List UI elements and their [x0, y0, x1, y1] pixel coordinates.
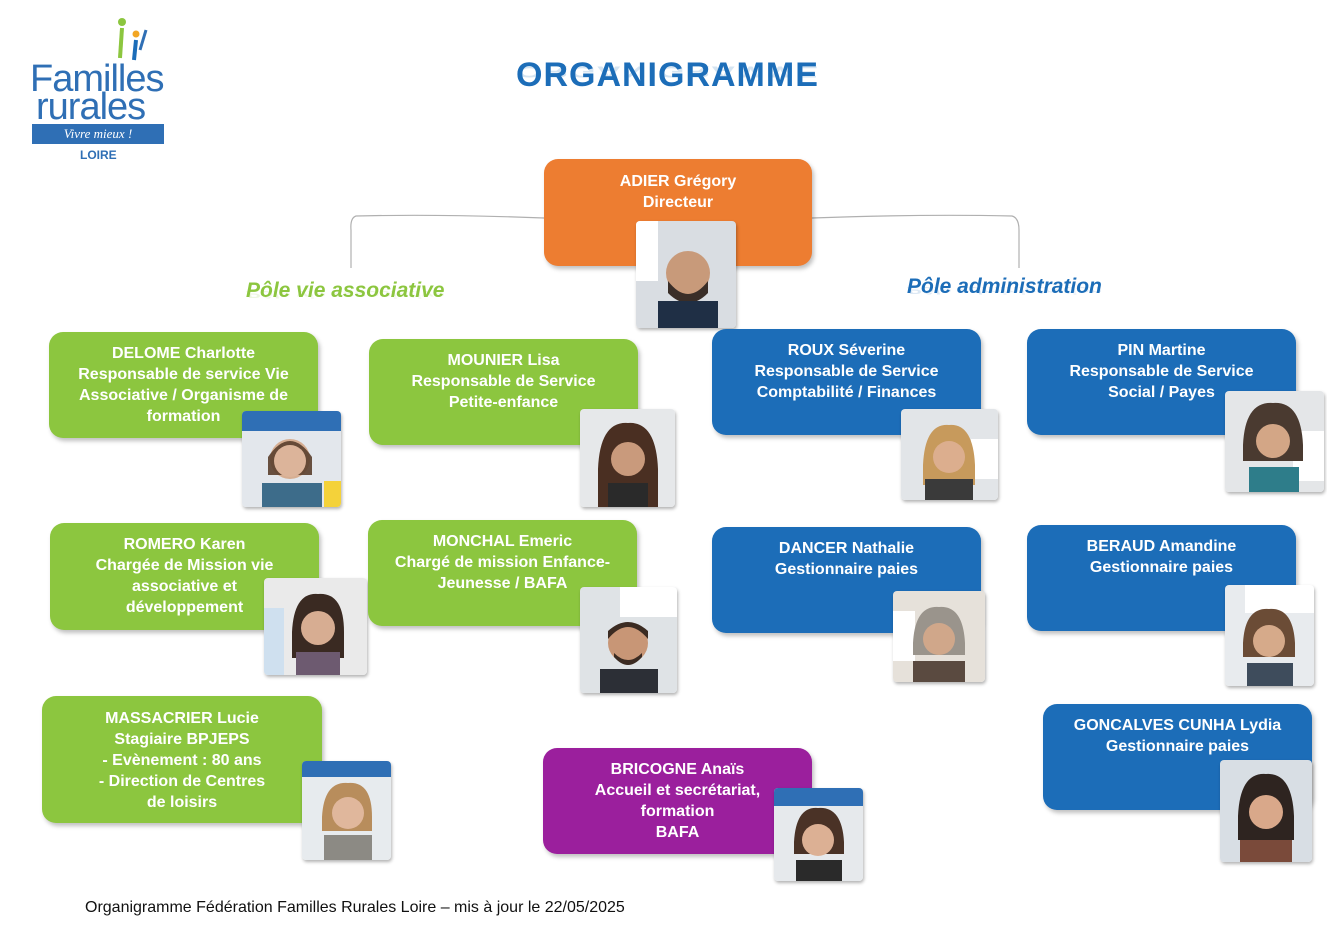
logo-line2: rurales — [36, 86, 146, 128]
director-role: Directeur — [642, 194, 714, 211]
staff-line: PIN Martine — [1117, 342, 1206, 359]
staff-line: Petite-enfance — [448, 394, 559, 411]
staff-line: Chargé de mission Enfance- — [394, 554, 611, 571]
staff-line: développement — [125, 599, 244, 616]
staff-line: Chargée de Mission vie — [95, 557, 274, 574]
photo-mounier — [580, 409, 675, 507]
familles-rurales-logo: Familles rurales Vivre mieux ! LOIRE — [28, 14, 168, 164]
director-photo — [636, 221, 736, 328]
staff-line: associative et — [132, 578, 237, 595]
staff-line: formation — [146, 408, 221, 425]
photo-romero — [264, 578, 367, 675]
page-title: ORGANIGRAMME — [516, 56, 819, 94]
staff-line: Responsable de service Vie — [78, 366, 289, 383]
staff-line: DANCER Nathalie — [778, 540, 915, 557]
staff-line: BRICOGNE Anaïs — [610, 761, 745, 778]
logo-sub: LOIRE — [80, 148, 117, 162]
staff-line: BAFA — [655, 824, 700, 841]
photo-beraud — [1225, 585, 1314, 686]
staff-box-monchal: MONCHAL Emeric Chargé de mission Enfance… — [368, 520, 637, 626]
photo-dancer — [893, 591, 985, 682]
photo-delome — [242, 411, 341, 507]
staff-line: Accueil et secrétariat, — [594, 782, 761, 799]
pole-vie-associative-label: Pôle vie associative — [246, 279, 445, 302]
staff-line: Comptabilité / Finances — [756, 384, 937, 401]
staff-box-massacrier: MASSACRIER Lucie Stagiaire BPJEPS - Evèn… — [42, 696, 322, 823]
staff-line: BERAUD Amandine — [1086, 538, 1237, 555]
photo-monchal — [580, 587, 677, 693]
logo-line1: Familles — [30, 58, 164, 100]
staff-line: MONCHAL Emeric — [432, 533, 573, 550]
staff-line: ROMERO Karen — [123, 536, 246, 553]
staff-line: - Direction de Centres — [98, 773, 266, 790]
photo-goncalves — [1220, 760, 1312, 862]
logo-banner: Vivre mieux ! — [32, 124, 164, 144]
staff-line: Social / Payes — [1108, 384, 1215, 401]
staff-line: - Evènement : 80 ans — [102, 752, 262, 769]
staff-line: Stagiaire BPJEPS — [114, 731, 250, 748]
director-name: ADIER Grégory — [619, 173, 737, 190]
photo-massacrier — [302, 761, 391, 860]
pole-administration-label: Pôle administration — [907, 275, 1102, 298]
logo-figures-icon — [118, 18, 148, 61]
staff-line: Associative / Organisme de — [79, 387, 288, 404]
staff-line: MASSACRIER Lucie — [105, 710, 259, 727]
photo-pin — [1225, 391, 1324, 492]
photo-bricogne — [774, 788, 863, 881]
staff-line: Gestionnaire paies — [774, 561, 919, 578]
staff-box-bricogne: BRICOGNE Anaïs Accueil et secrétariat, f… — [543, 748, 812, 854]
photo-roux — [901, 409, 998, 500]
staff-line: GONCALVES CUNHA Lydia — [1073, 717, 1282, 734]
pole-vie-associative-reflection: Pôle vie associative — [246, 288, 445, 301]
staff-line: ROUX Séverine — [787, 342, 906, 359]
staff-line: DELOME Charlotte — [111, 345, 256, 362]
staff-line: Gestionnaire paies — [1089, 559, 1234, 576]
staff-line: de loisirs — [146, 794, 218, 811]
staff-line: Gestionnaire paies — [1105, 738, 1250, 755]
staff-line: MOUNIER Lisa — [447, 352, 560, 369]
pole-administration-reflection: Pôle administration — [907, 284, 1102, 297]
staff-line: formation — [640, 803, 715, 820]
staff-line: Responsable de Service — [411, 373, 596, 390]
footer-note: Organigramme Fédération Familles Rurales… — [85, 899, 625, 916]
staff-line: Responsable de Service — [1069, 363, 1254, 380]
staff-line: Jeunesse / BAFA — [437, 575, 568, 592]
staff-line: Responsable de Service — [754, 363, 939, 380]
